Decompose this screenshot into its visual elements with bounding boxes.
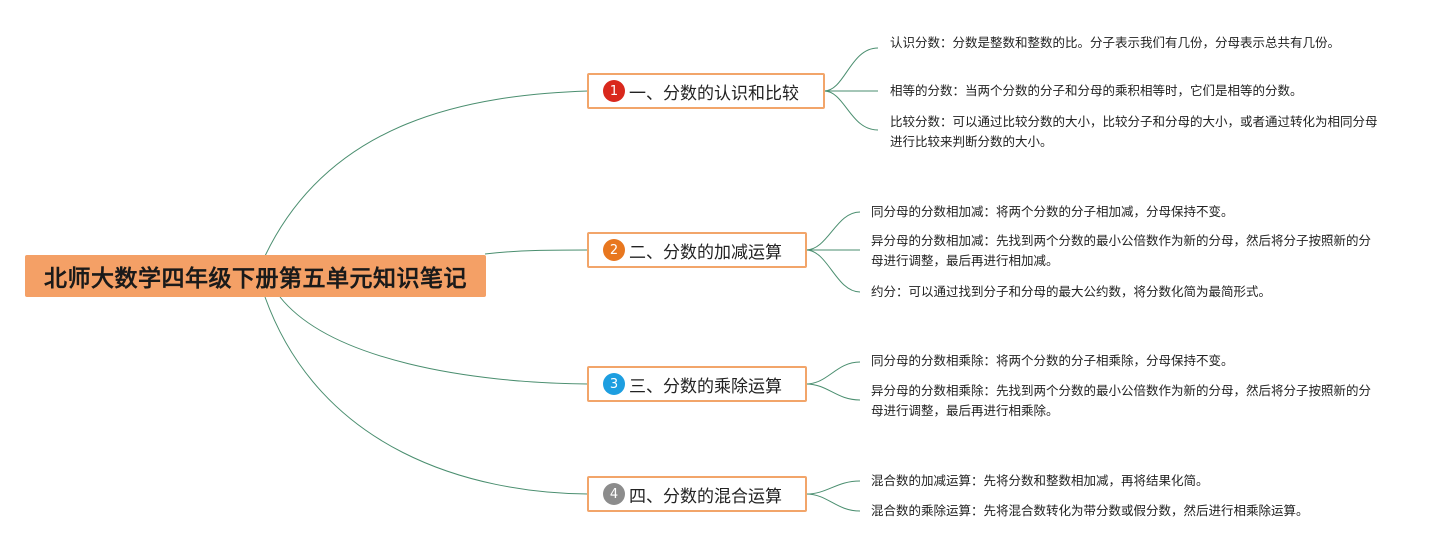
root-topic-label: 北师大数学四年级下册第五单元知识笔记 [44, 266, 467, 292]
branch-4-label: 四、分数的混合运算 [629, 486, 782, 507]
connector-b1-leaf-1 [823, 47, 879, 92]
b1-leaf-1[interactable]: 认识分数：分数是整数和整数的比。分子表示我们有几份，分母表示总共有几份。 [890, 35, 1341, 50]
branch-4-topic[interactable]: 4 四、分数的混合运算 [587, 476, 807, 512]
connector-b4-leaf-1 [805, 480, 861, 495]
b3-leaf-2[interactable]: 异分母的分数相乘除：先找到两个分数的最小公倍数作为新的分母，然后将分子按照新的分… [871, 383, 1372, 418]
branch-2-topic[interactable]: 2 二、分数的加减运算 [587, 232, 807, 268]
number-1-icon: 1 [603, 80, 625, 102]
b4-leaf-1[interactable]: 混合数的加减运算：先将分数和整数相加减，再将结果化简。 [871, 473, 1209, 488]
connector-b3-leaf-2 [805, 383, 861, 401]
connector-b2-leaf-3 [805, 249, 861, 293]
connector-root-branch-2 [484, 249, 589, 255]
connector-root-branch-3 [279, 296, 589, 385]
b1-leaf-2[interactable]: 相等的分数：当两个分数的分子和分母的乘积相等时，它们是相等的分数。 [890, 83, 1303, 98]
branch-3-label: 三、分数的乘除运算 [629, 376, 782, 397]
b2-leaf-2[interactable]: 异分母的分数相加减：先找到两个分数的最小公倍数作为新的分母，然后将分子按照新的分… [871, 233, 1372, 268]
number-2-icon: 2 [603, 239, 625, 261]
connector-root-branch-4 [264, 296, 589, 495]
b4-leaf-2[interactable]: 混合数的乘除运算：先将混合数转化为带分数或假分数，然后进行相乘除运算。 [871, 503, 1309, 518]
branch-3-topic[interactable]: 3 三、分数的乘除运算 [587, 366, 807, 402]
branch-1-label: 一、分数的认识和比较 [629, 83, 799, 104]
connector-root-branch-1 [264, 90, 589, 257]
b3-leaf-1[interactable]: 同分母的分数相乘除：将两个分数的分子相乘除，分母保持不变。 [871, 353, 1234, 368]
connector-b2-leaf-1 [805, 211, 861, 251]
b1-leaf-3[interactable]: 比较分数：可以通过比较分数的大小，比较分子和分母的大小，或者通过转化为相同分母进… [890, 114, 1378, 149]
branch-1-topic[interactable]: 1 一、分数的认识和比较 [587, 73, 825, 109]
connector-b3-leaf-1 [805, 361, 861, 385]
connector-b4-leaf-2 [805, 493, 861, 512]
root-topic[interactable]: 北师大数学四年级下册第五单元知识笔记 [25, 255, 486, 297]
connector-b1-leaf-3 [823, 90, 879, 131]
b2-leaf-3[interactable]: 约分：可以通过找到分子和分母的最大公约数，将分数化简为最简形式。 [871, 284, 1272, 299]
number-3-icon: 3 [603, 373, 625, 395]
b2-leaf-1[interactable]: 同分母的分数相加减：将两个分数的分子相加减，分母保持不变。 [871, 204, 1234, 219]
number-4-icon: 4 [603, 483, 625, 505]
branch-2-label: 二、分数的加减运算 [629, 242, 782, 263]
